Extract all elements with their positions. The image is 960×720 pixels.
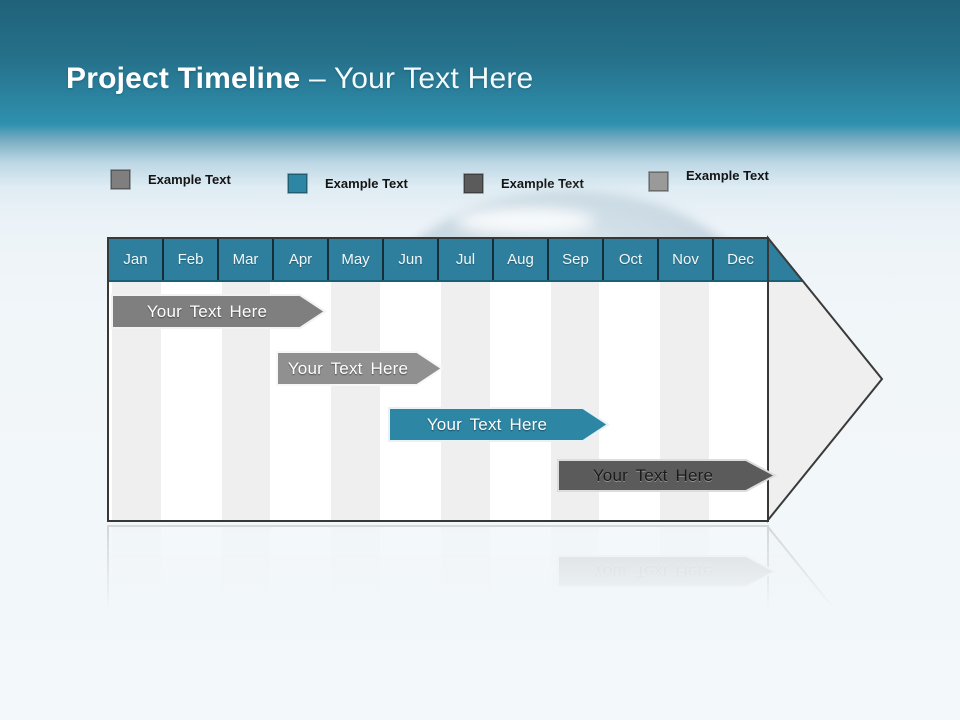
legend-label: Example Text: [686, 168, 769, 183]
bar-label: Your Text Here: [593, 466, 713, 485]
background-dome-highlight: [455, 208, 595, 234]
legend-swatch-icon: [648, 171, 669, 192]
month-cell: Sep: [547, 239, 602, 280]
timeline-bar: Your Text Here: [557, 459, 778, 492]
month-column: [328, 282, 384, 520]
month-cell: Jul: [437, 239, 492, 280]
legend-swatch-icon: [463, 173, 484, 194]
legend-label: Example Text: [148, 172, 231, 187]
legend-item: Example Text: [110, 169, 231, 190]
legend-item: Example Text: [648, 168, 769, 192]
timeline-bar: Your Text Here: [111, 294, 327, 329]
month-cell: Jun: [382, 239, 437, 280]
legend-label: Example Text: [325, 176, 408, 191]
month-column: [437, 282, 493, 520]
timeline-arrowhead-shape: [767, 235, 884, 523]
legend-swatch-icon: [287, 173, 308, 194]
month-cell: Mar: [217, 239, 272, 280]
month-cell: Jan: [123, 251, 148, 268]
bar-label: Your Text Here: [147, 302, 267, 321]
month-column: [383, 282, 438, 520]
month-header-row: Jan Feb Mar Apr May Jun Jul Aug Sep Oct …: [109, 239, 767, 282]
title-bold-text: Project Timeline: [66, 62, 301, 95]
timeline-bar: Your Text Here: [276, 351, 444, 386]
bar-label: Your Text Here: [288, 359, 408, 378]
month-cell: Nov: [657, 239, 712, 280]
month-cell: Oct: [602, 239, 657, 280]
legend-item: Example Text: [287, 173, 408, 194]
timeline-bar: Your Text Here: [388, 407, 610, 442]
legend-item: Example Text: [463, 173, 584, 194]
month-cell: May: [327, 239, 382, 280]
month-cell: Aug: [492, 239, 547, 280]
month-cell: Apr: [272, 239, 327, 280]
month-cell: Feb: [162, 239, 217, 280]
month-cell: Dec: [712, 239, 767, 280]
title-regular-text: – Your Text Here: [300, 62, 534, 95]
legend-swatch-icon: [110, 169, 131, 190]
page-title: Project Timeline – Your Text Here: [66, 62, 533, 96]
timeline-chart: Jan Feb Mar Apr May Jun Jul Aug Sep Oct …: [107, 235, 885, 523]
legend-label: Example Text: [501, 176, 584, 191]
bar-label: Your Text Here: [427, 415, 547, 434]
month-column: [493, 282, 548, 520]
